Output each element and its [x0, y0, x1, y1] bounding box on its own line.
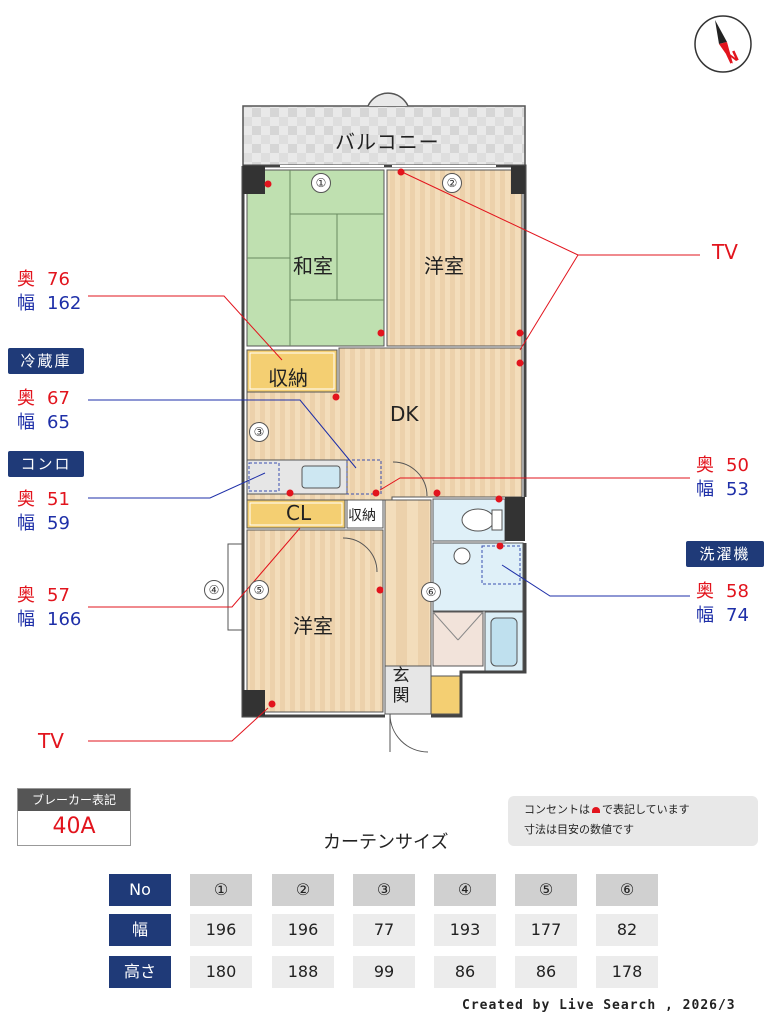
- dim-closet: 奥 57 幅 166: [17, 584, 81, 632]
- dim-width-value: 162: [47, 293, 82, 314]
- curtain-width-cell: 196: [190, 914, 252, 946]
- curtain-header-no: No: [109, 874, 171, 906]
- storage-top: [246, 349, 338, 393]
- tag-fridge: 冷蔵庫: [8, 348, 84, 374]
- dim-storage: 奥 76 幅 162: [17, 268, 81, 316]
- dk-label: DK: [390, 402, 419, 426]
- balcony-label: バルコニー: [335, 130, 440, 154]
- notes-line-2: 寸法は目安の数値です: [524, 823, 634, 836]
- curtain-height-cell: 180: [190, 956, 252, 988]
- curtain-no-cell: ③: [353, 874, 415, 906]
- tag-washer: 洗濯機: [686, 541, 764, 567]
- curtain-no-cell: ①: [190, 874, 252, 906]
- storage-small-label: 収納: [348, 508, 376, 524]
- dim-fridge: 奥 67 幅 65: [17, 387, 70, 435]
- curtain-title: カーテンサイズ: [323, 832, 449, 853]
- dim-depth-value: 57: [47, 585, 70, 606]
- dim-width-label: 幅: [17, 609, 35, 630]
- notes-line-1: コンセントはで表記しています: [524, 800, 758, 820]
- curtain-height-cell: 188: [272, 956, 334, 988]
- window-marker-2: ②: [442, 173, 462, 193]
- outlet-legend-icon: [592, 807, 600, 813]
- dim-width-value: 166: [47, 609, 82, 630]
- dim-depth-label: 奥: [696, 581, 714, 602]
- curtain-height-cell: 86: [434, 956, 496, 988]
- storage-small: [346, 499, 384, 529]
- notes-box: コンセントはで表記しています 寸法は目安の数値です: [508, 796, 758, 846]
- youshitsu-top-floor: [386, 169, 523, 347]
- compass: N: [693, 14, 753, 74]
- window-marker-4: ④: [204, 580, 224, 600]
- dim-storage-small: 奥 50 幅 53: [696, 454, 749, 502]
- dim-width-label: 幅: [17, 412, 35, 433]
- youshitsu-bottom-floor: [246, 529, 384, 713]
- dim-washer: 奥 58 幅 74: [696, 580, 749, 628]
- tag-stove: コンロ: [8, 451, 84, 477]
- youshitsu-bottom-label: 洋室: [293, 614, 333, 638]
- washitsu-label: 和室: [293, 254, 333, 278]
- closet: [246, 499, 346, 529]
- leader-lines: [88, 171, 700, 742]
- dim-width-label: 幅: [17, 513, 35, 534]
- compass-icon: [694, 15, 752, 73]
- washroom: [432, 542, 524, 612]
- window-marker-3: ③: [249, 422, 269, 442]
- dim-depth-value: 58: [726, 581, 749, 602]
- curtain-no-cell: ⑥: [596, 874, 658, 906]
- curtain-header-width: 幅: [109, 914, 171, 946]
- dim-stove: 奥 51 幅 59: [17, 488, 70, 536]
- curtain-width-cell: 82: [596, 914, 658, 946]
- balcony-area: [242, 105, 526, 167]
- curtain-width-cell: 177: [515, 914, 577, 946]
- dim-width-value: 74: [726, 605, 749, 626]
- dim-depth-label: 奥: [17, 388, 35, 409]
- dim-width-label: 幅: [696, 479, 714, 500]
- dim-depth-label: 奥: [17, 489, 35, 510]
- breaker-label: ブレーカー表記: [18, 789, 130, 811]
- curtain-header-height: 高さ: [109, 956, 171, 988]
- curtain-height-cell: 99: [353, 956, 415, 988]
- curtain-no-cell: ④: [434, 874, 496, 906]
- notes-line-1b-text: で表記しています: [602, 803, 690, 816]
- curtain-no-cell: ②: [272, 874, 334, 906]
- entrance-floor: [384, 665, 432, 715]
- curtain-width-cell: 196: [272, 914, 334, 946]
- floor-plan: [88, 92, 700, 753]
- curtain-height-cell: 86: [515, 956, 577, 988]
- hallway: [384, 499, 432, 667]
- tv-label-top: TV: [712, 240, 738, 264]
- dim-depth-value: 50: [726, 455, 749, 476]
- breaker-value: 40A: [52, 814, 96, 839]
- youshitsu-top-label: 洋室: [424, 254, 464, 278]
- dim-depth-label: 奥: [17, 585, 35, 606]
- dim-depth-value: 51: [47, 489, 70, 510]
- curtain-height-cell: 178: [596, 956, 658, 988]
- curtain-no-cell: ⑤: [515, 874, 577, 906]
- window-marker-5: ⑤: [249, 580, 269, 600]
- tv-label-bottom: TV: [38, 729, 64, 753]
- entrance-label-text: 玄関: [392, 666, 410, 706]
- window-marker-6: ⑥: [421, 582, 441, 602]
- footer-credit: Created by Live Search , 2026/3: [462, 998, 736, 1013]
- notes-line-1-text: コンセントは: [524, 803, 590, 816]
- dim-width-value: 59: [47, 513, 70, 534]
- outlet-markers: [264, 168, 524, 708]
- dim-depth-label: 奥: [696, 455, 714, 476]
- window-marker-1: ①: [311, 173, 331, 193]
- storage-top-label: 収納: [268, 366, 308, 390]
- breaker-box: ブレーカー表記 40A: [17, 788, 131, 846]
- dim-depth-label: 奥: [17, 269, 35, 290]
- balcony-bay: [367, 92, 409, 107]
- dim-depth-value: 76: [47, 269, 70, 290]
- curtain-width-cell: 193: [434, 914, 496, 946]
- dim-width-label: 幅: [696, 605, 714, 626]
- closet-label: CL: [286, 501, 312, 525]
- entrance-label: 玄関: [391, 666, 411, 706]
- dim-width-value: 53: [726, 479, 749, 500]
- dim-depth-value: 67: [47, 388, 70, 409]
- dim-width-label: 幅: [17, 293, 35, 314]
- curtain-width-cell: 77: [353, 914, 415, 946]
- dim-width-value: 65: [47, 412, 70, 433]
